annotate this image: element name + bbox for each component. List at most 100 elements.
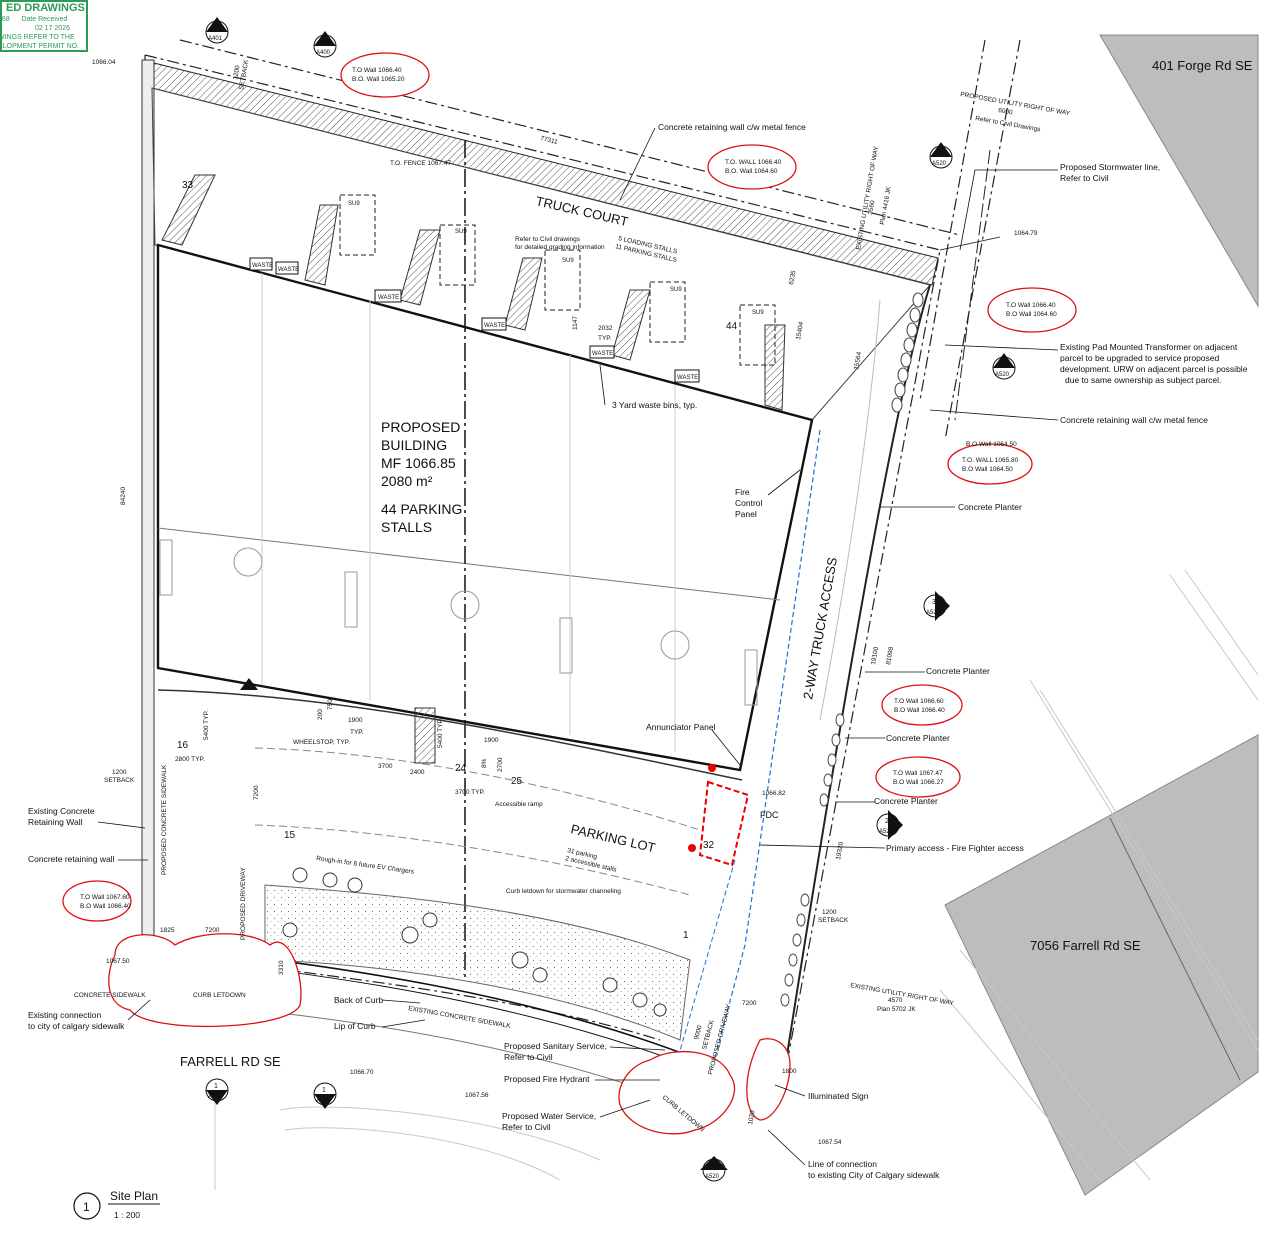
access-label: 2-WAY TRUCK ACCESS [800,556,840,701]
access-road-edge-west [704,429,821,1096]
accessible-stall-box [414,707,436,764]
svg-text:A520: A520 [995,372,1010,378]
urw-top-1: PROPOSED UTILITY RIGHT OF WAY [960,91,1072,117]
dim-81098: 81098 [885,646,895,665]
svg-text:1: 1 [322,1087,326,1094]
callout-hydrant: Proposed Fire Hydrant [504,1074,590,1084]
callout-existing-retaining-2: Retaining Wall [28,817,83,827]
dim-1200-right: 1200 [822,909,837,916]
svg-text:A400: A400 [316,1098,331,1104]
svg-text:A520: A520 [932,161,947,167]
truck-court-refer-1: Refer to Civil drawings [515,236,581,243]
callout-planter-2: Concrete Planter [926,666,990,676]
dim-750: 750 [327,699,334,710]
urw-bot-2: 4570 [888,997,903,1004]
truck-court-refer-2: for detailed grading information [515,244,605,251]
sub-label-2: SU9 [455,229,467,235]
dim-84240: 84240 [120,487,127,505]
svg-text:A520: A520 [926,610,941,616]
sub-label-4: SU9 [670,287,682,293]
title-number: 1 [83,1200,90,1214]
callout-fire-control-3: Panel [735,509,757,519]
stormwater-line [954,149,991,421]
dim-15404: 15404 [795,321,805,340]
callout-existing-conn-2: to city of calgary sidewalk [28,1021,125,1031]
callout-transformer-4: due to same ownership as subject parcel. [1065,375,1221,385]
dim-3700: 3700 [378,763,393,770]
callout-fdc: FDC [760,810,779,820]
sub-label-1: SU9 [348,201,360,207]
street-concrete-sidewalk: CONCRETE SIDEWALK [74,992,146,999]
callout-line-conn-2: to existing City of Calgary sidewalk [808,1170,940,1180]
leader-lines [97,127,1059,1166]
building-label-5: 44 PARKING [381,501,462,517]
dim-2800-typ: 2800 TYP. [175,756,205,763]
callout-illuminated: Illuminated Sign [808,1091,869,1101]
building-label-6: STALLS [381,519,432,535]
callout-sanitary-1: Proposed Sanitary Service, [504,1041,607,1051]
dim-5400-typ: 5400 TYP. [203,710,210,740]
callout-waste-bins: 3 Yard waste bins, typ. [612,400,697,410]
access-road-centerline [819,299,881,721]
callout-water-1: Proposed Water Service, [502,1111,596,1121]
callout-stormwater-2: Refer to Civil [1060,173,1109,183]
section-marker-a401-bottom: 1 A401 [205,1078,229,1105]
cloud-6-line1: T.O Wall 1067.47 [893,770,943,777]
dim-19320: 19320 [835,841,845,860]
dock-sub-boxes [339,194,776,366]
elevation-6: 1067.56 [465,1092,489,1099]
section-marker-a520-5: 5 A520 [700,1156,728,1182]
dim-7200-left: 7200 [253,785,260,800]
callout-existing-retaining-1: Existing Concrete [28,806,95,816]
neighbour-building-seam [1109,817,1241,1081]
access-road-edge-east [779,284,931,1101]
urw-bot-3: Plan 5702 JK [877,1006,916,1013]
callout-primary-access: Primary access - Fire Fighter access [886,843,1024,853]
section-marker-a520-2: 2 A520 [876,810,903,840]
svg-text:A520: A520 [705,1174,720,1180]
callout-retaining-right: Concrete retaining wall c/w metal fence [1060,415,1208,425]
parking-lot-curve-2 [254,824,691,896]
stamp-title: ED DRAWINGS [6,2,85,14]
waste-label-3: WASTE [378,295,399,301]
callout-back-of-curb: Back of Curb [334,995,383,1005]
north-arrow-marker [240,678,258,690]
stamp-line4: ELOPMENT PERMIT NO. [0,43,80,50]
dim-6235: 6235 [788,270,797,286]
stall-33: 33 [182,180,194,191]
stall-15: 15 [284,830,296,841]
cloud-7-line1: T.O Wall 1067.60 [80,894,130,901]
callout-fire-control-2: Control [735,498,763,508]
dim-1825: 1825 [160,927,175,934]
interior-racks [159,539,758,706]
elevation-4: 1067.50 [106,958,130,965]
section-marker-a400-top: 1 A400 [313,31,337,58]
title-site-plan: Site Plan [110,1189,158,1203]
urw-top-3: Refer to Civil Drawings [975,115,1042,134]
callout-retaining-left: Concrete retaining wall [28,854,115,864]
svg-text:A520: A520 [879,829,894,835]
sub-label-3: SU9 [562,258,574,264]
cloud-2-line2: B.O. Wall 1064.60 [725,168,778,175]
svg-text:4: 4 [1001,361,1005,368]
elevation-5: 1066.70 [350,1069,374,1076]
svg-text:A401: A401 [208,36,223,42]
dim-2400: 2400 [410,769,425,776]
label-401-forge: 401 Forge Rd SE [1152,58,1253,73]
callout-sanitary-2: Refer to Civil [504,1052,553,1062]
fdc-zone [698,780,750,867]
callout-proposed-driveway: PROPOSED DRIVEWAY [240,867,247,940]
dim-typ: TYP. [598,335,612,342]
svg-text:5: 5 [711,1163,715,1170]
parking-lot-curve [254,747,701,831]
stamp-date: 02 17 2026 [34,25,70,32]
loading-docks [161,174,786,411]
stall-25: 25 [511,776,523,787]
building-label-2: BUILDING [381,437,447,453]
building-label-3: MF 1066.85 [381,455,456,471]
retaining-wall-top [149,61,939,286]
planter-left [141,59,155,941]
waste-label-2: WASTE [278,267,299,273]
callout-to-fence: T.O. FENCE 1067.47 [390,160,451,167]
